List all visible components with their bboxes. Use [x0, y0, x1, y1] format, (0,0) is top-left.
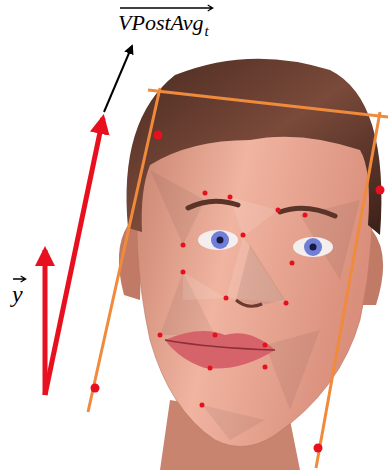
eyebrow: [188, 201, 238, 208]
vector-label: y: [12, 282, 23, 306]
nostril: [236, 300, 262, 306]
lip-line: [165, 340, 275, 350]
eye: [198, 230, 238, 250]
eyebrow: [280, 208, 335, 216]
avg-vector: [104, 46, 132, 112]
vector-overarrow: [120, 5, 213, 11]
post-vector: [45, 118, 103, 395]
subscript-label: t: [205, 24, 209, 39]
vector-label: VPostAvg: [118, 12, 204, 34]
nose: [236, 245, 285, 306]
hair: [127, 59, 382, 235]
face: [137, 130, 373, 446]
frame-lines: [88, 88, 388, 468]
lips: [165, 331, 275, 369]
y-vector: [43, 250, 48, 395]
eye: [293, 237, 333, 257]
feature-points: [91, 131, 385, 453]
